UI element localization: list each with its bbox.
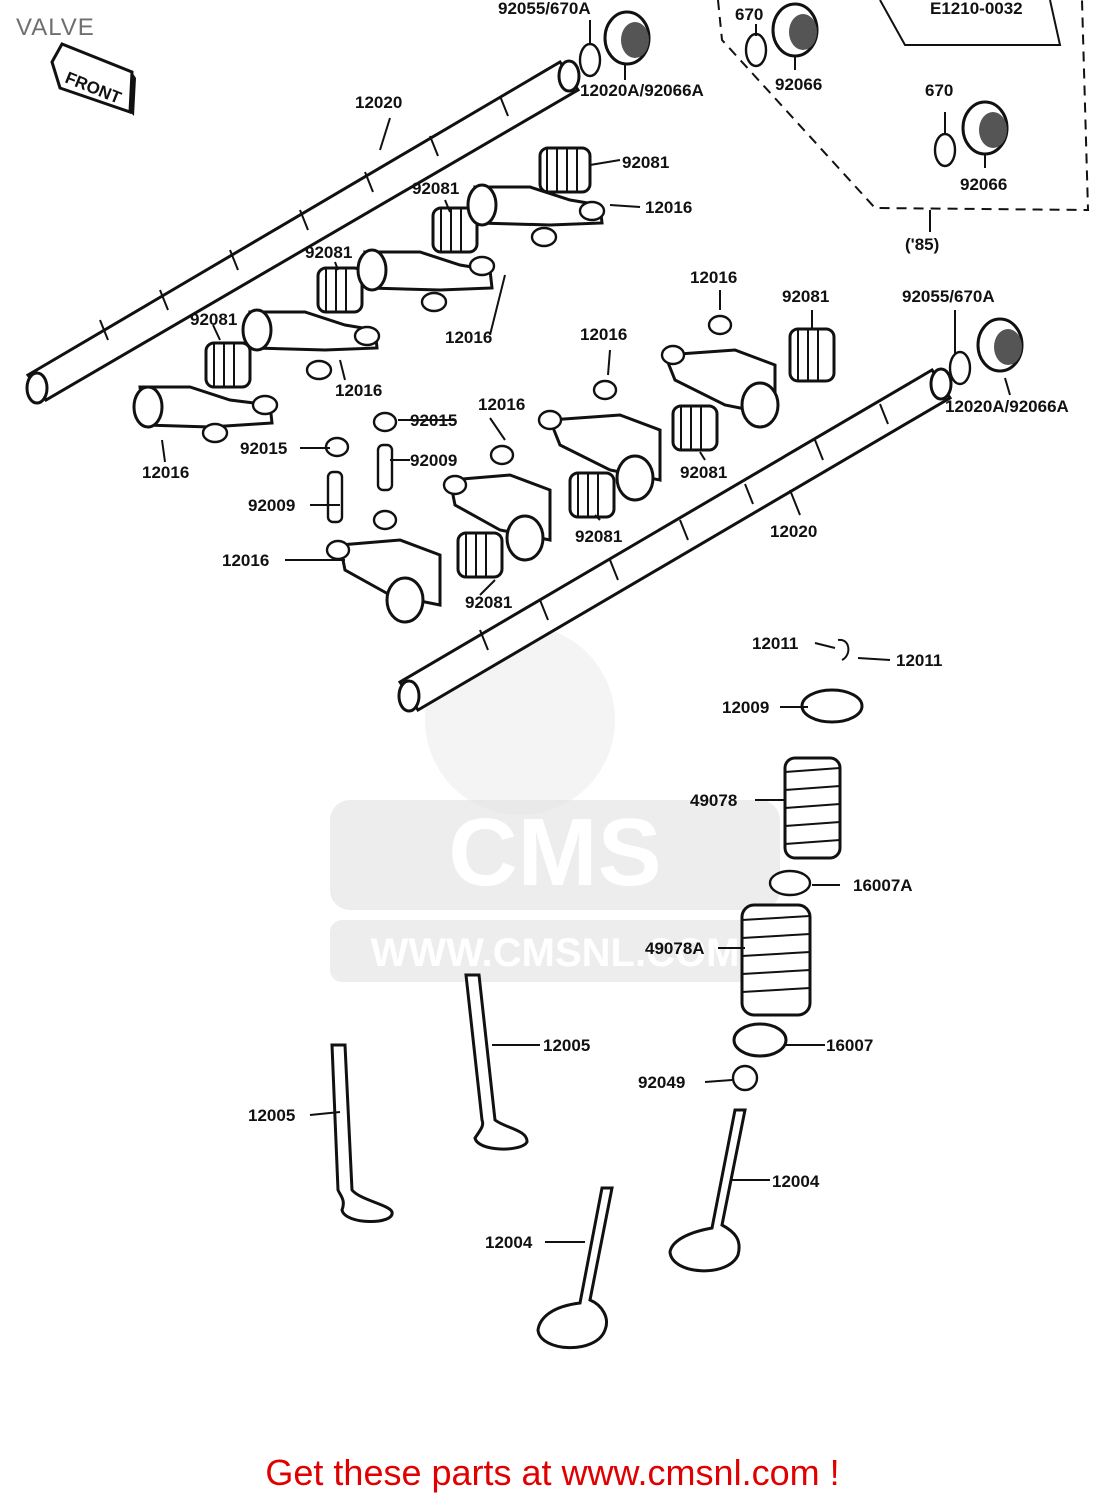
callout-5: 92066 — [960, 175, 1007, 194]
callout-22: 92015 — [240, 439, 287, 458]
callout-23: 92009 — [410, 451, 457, 470]
callout-35: 49078A — [645, 939, 705, 958]
cap-top-left — [578, 10, 651, 78]
leader-lines — [161, 20, 1011, 1243]
adjusters — [324, 411, 398, 524]
callout-1: 12020A/92066A — [580, 81, 704, 100]
callout-19: 12020A/92066A — [945, 397, 1069, 416]
callout-36: 12005 — [543, 1036, 590, 1055]
exploded-view-diagram: CMS WWW.CMSNL.COM FRONT E1210-0032 ('85) — [25, 0, 1090, 1350]
callout-41: 12004 — [485, 1233, 533, 1252]
callout-13: 12016 — [335, 381, 382, 400]
callout-31: 12011 — [896, 651, 942, 670]
callout-labels: 92055/670A 12020A/92066A 670 92066 670 9… — [142, 0, 1069, 1252]
callout-4: 670 — [925, 81, 953, 100]
cap-85-a — [744, 2, 819, 68]
camshaft-lower — [397, 367, 953, 713]
callout-34: 16007A — [853, 876, 913, 895]
callout-14: 12016 — [142, 463, 189, 482]
callout-21: 12016 — [478, 395, 525, 414]
callout-27: 12020 — [770, 522, 817, 541]
callout-40: 12004 — [772, 1172, 820, 1191]
callout-2: 670 — [735, 5, 763, 24]
callout-29: 92081 — [680, 463, 727, 482]
callout-28: 12016 — [222, 551, 269, 570]
callout-6: 12020 — [355, 93, 402, 112]
callout-8: 92081 — [412, 179, 459, 198]
watermark-logo: CMS — [448, 799, 661, 906]
callout-10: 92081 — [305, 243, 352, 262]
callout-38: 92049 — [638, 1073, 685, 1092]
inner-spring — [740, 903, 812, 1017]
callout-37: 16007 — [826, 1036, 873, 1055]
callout-9: 12016 — [645, 198, 692, 217]
callout-15: 12016 — [690, 268, 737, 287]
callout-3: 92066 — [775, 75, 822, 94]
callout-30: 12011 — [752, 634, 798, 653]
rocker-arms — [132, 183, 780, 624]
cap-85-b — [933, 100, 1009, 168]
callout-11: 12016 — [445, 328, 492, 347]
front-arrow-icon: FRONT — [50, 42, 136, 116]
callout-17: 92055/670A — [902, 287, 995, 306]
callout-20: 92015 — [410, 411, 457, 430]
callout-39: 12005 — [248, 1106, 295, 1125]
camshaft-upper — [25, 59, 581, 405]
valves — [330, 973, 747, 1350]
diagram-code: E1210-0032 — [930, 0, 1023, 18]
callout-7: 92081 — [622, 153, 669, 172]
rocker-springs — [204, 146, 836, 579]
callout-32: 12009 — [722, 698, 769, 717]
code-box — [879, 0, 1062, 46]
callout-26: 92081 — [575, 527, 622, 546]
callout-25: 92081 — [465, 593, 512, 612]
valve-train — [731, 638, 864, 1092]
variant-label: ('85) — [905, 235, 939, 254]
callout-18: 12016 — [580, 325, 627, 344]
callout-0: 92055/670A — [498, 0, 591, 18]
watermark-url: WWW.CMSNL.COM — [371, 931, 740, 975]
diagram-title: VALVE — [16, 14, 95, 41]
callout-24: 92009 — [248, 496, 295, 515]
callout-33: 49078 — [690, 791, 737, 810]
outer-spring — [783, 756, 842, 860]
callout-16: 92081 — [782, 287, 829, 306]
cap-right — [948, 317, 1024, 386]
callout-12: 92081 — [190, 310, 237, 329]
variant-85-region — [717, 0, 1090, 212]
cmsnl-watermark: CMS WWW.CMSNL.COM — [330, 625, 780, 982]
footer-link-text[interactable]: Get these parts at www.cmsnl.com ! — [265, 1452, 840, 1493]
